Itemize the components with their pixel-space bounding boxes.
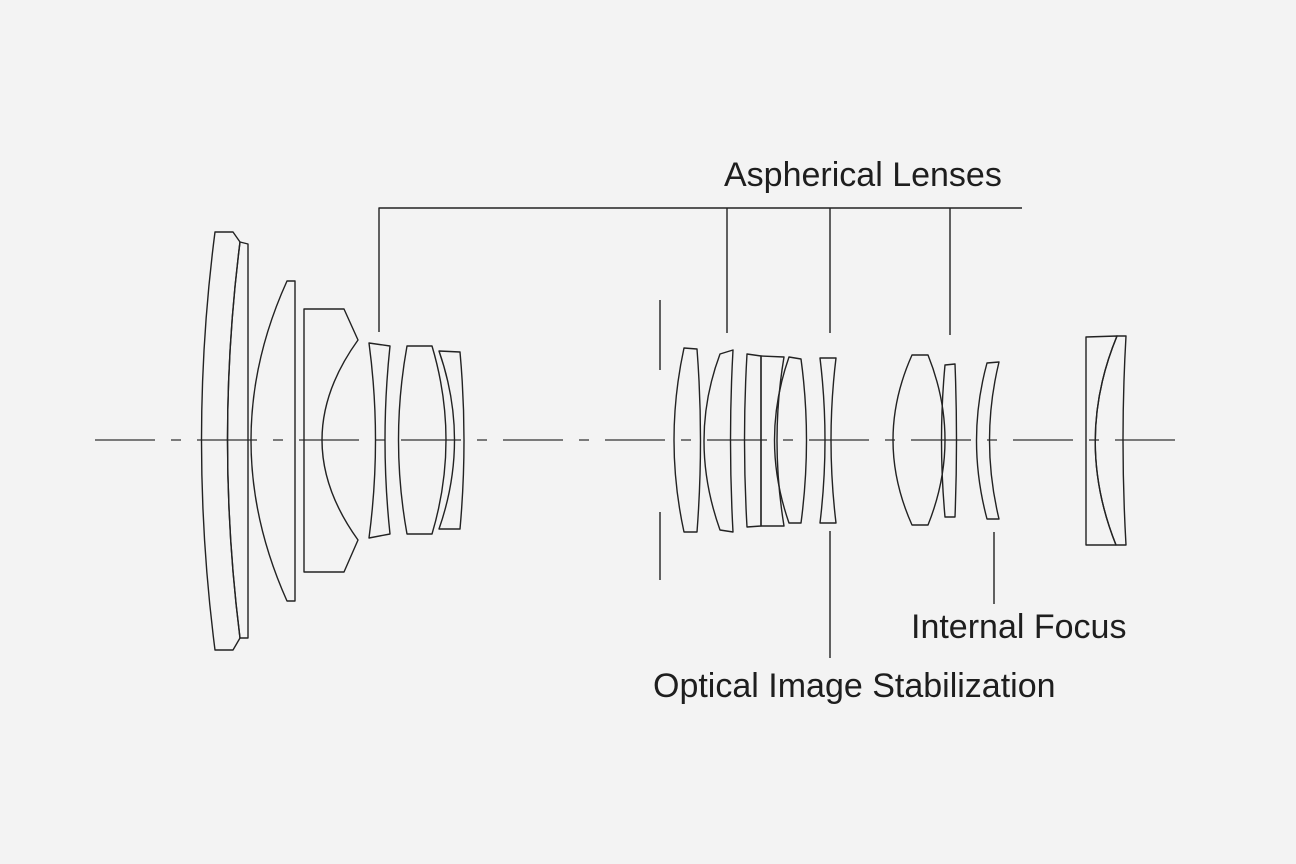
lens-element-14 xyxy=(892,354,946,526)
lens-group-rear xyxy=(1085,335,1127,546)
internal-focus-label: Internal Focus xyxy=(911,608,1126,646)
lens-group-front xyxy=(200,231,359,651)
aspherical-leader-bracket xyxy=(378,207,1022,332)
lens-element-13-stabilizer xyxy=(819,357,837,524)
stabilization-callout: Optical Image Stabilization xyxy=(653,531,1056,705)
lens-element-3 xyxy=(250,280,296,602)
lens-element-16-focus xyxy=(975,361,1000,520)
aspherical-callout: Aspherical Lenses xyxy=(378,156,1022,335)
lens-group-4 xyxy=(892,354,1000,526)
lens-element-8 xyxy=(673,347,702,533)
lens-element-2 xyxy=(226,241,249,639)
lens-group-3 xyxy=(673,347,837,533)
lens-element-6 xyxy=(397,345,447,535)
lens-element-18 xyxy=(1094,335,1127,546)
stabilization-label: Optical Image Stabilization xyxy=(653,667,1056,705)
lens-element-15-aspherical xyxy=(940,363,958,518)
lens-element-11 xyxy=(760,355,785,527)
lens-element-5-aspherical xyxy=(368,342,391,539)
lens-element-9-aspherical xyxy=(703,349,734,533)
lens-group-2 xyxy=(368,342,465,539)
internal-focus-callout: Internal Focus xyxy=(911,532,1126,646)
aspherical-lenses-label: Aspherical Lenses xyxy=(724,156,1002,194)
lens-element-10 xyxy=(743,353,762,528)
lens-element-7 xyxy=(438,350,465,530)
lens-element-4 xyxy=(303,308,359,573)
lens-element-12 xyxy=(773,356,808,524)
